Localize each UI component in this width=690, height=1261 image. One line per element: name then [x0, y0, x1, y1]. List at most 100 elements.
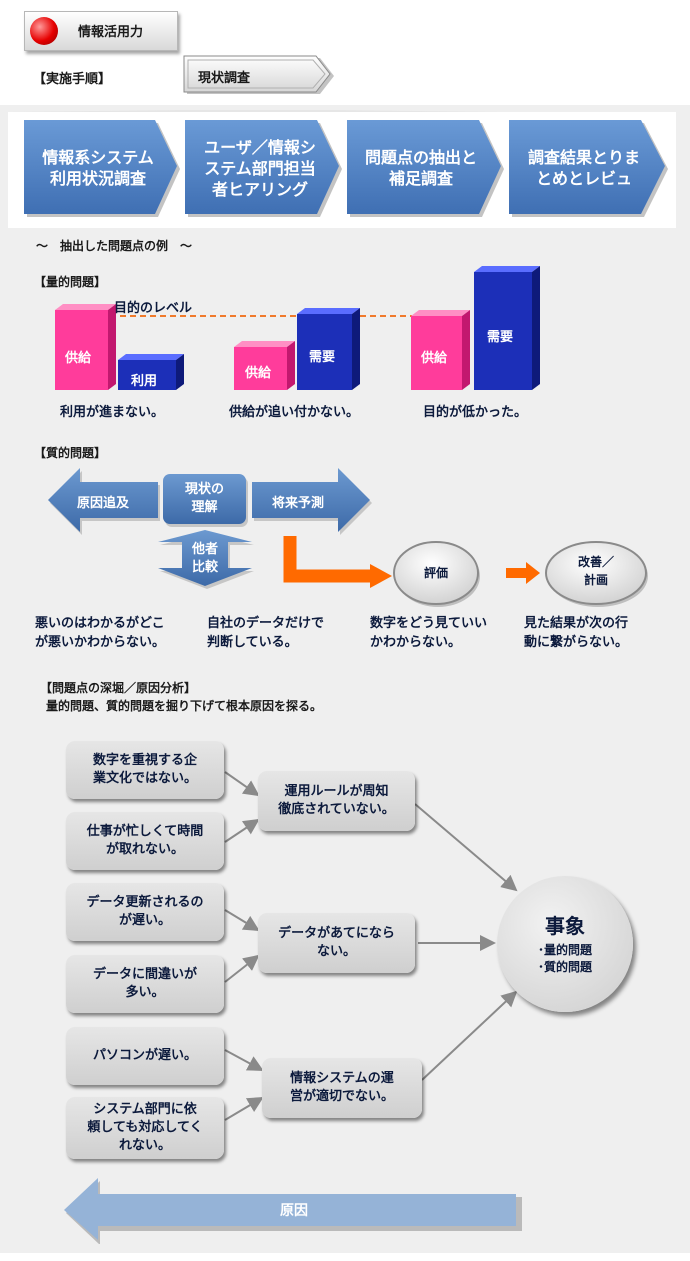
current-step-label: 現状調査	[198, 71, 251, 86]
middle-box-3: 情報システムの運営が適切でない。	[262, 1058, 422, 1118]
cause-6-line2: 頼しても対応してく	[87, 1120, 203, 1135]
current-step-tab	[183, 55, 334, 94]
event-circle	[497, 876, 633, 1012]
middle-box-2: データがあてにならない。	[258, 913, 415, 973]
cause-big-arrow-label: 原因	[280, 1203, 308, 1219]
evaluate-label: 評価	[423, 566, 448, 580]
compare-line1: 他者	[191, 542, 218, 557]
qual-note-1-line2: が悪いかわからない。	[35, 635, 166, 650]
cause-big-arrow	[64, 1178, 522, 1244]
bar-label-demand-2: 需要	[309, 350, 336, 365]
bar-supply-2	[234, 341, 295, 390]
bar-label-supply-1: 供給	[65, 351, 92, 366]
improve-arrow	[526, 562, 540, 584]
cause-1-line1: 数字を重視する企	[92, 753, 197, 768]
bar-label-supply-2: 供給	[245, 366, 272, 381]
target-level-label: 目的のレベル	[114, 301, 193, 316]
cause-5-line1: パソコンが遅い。	[92, 1048, 197, 1063]
step-2-line3: 者ヒアリング	[211, 179, 308, 199]
step-2-chevron	[185, 120, 339, 214]
bar-label-use-1: 利用	[131, 374, 158, 389]
cause-box-6: システム部門に依頼しても対応してくれない。	[66, 1097, 224, 1159]
step-3-line2: 補足調査	[388, 169, 453, 188]
evaluate-arrow	[283, 536, 372, 583]
analysis-connectors	[224, 771, 518, 1121]
step-1-chevron	[24, 120, 177, 214]
understand-box	[163, 474, 246, 524]
improve-line2: 計画	[583, 573, 608, 587]
qual-note-4-line2: 動に繋がらない。	[524, 635, 629, 650]
step-1-line1: 情報系システム	[42, 148, 154, 167]
bar-label-demand-3: 需要	[487, 330, 514, 345]
procedure-label: 【実施手順】	[33, 72, 112, 87]
understand-label: 現状の 理解	[163, 481, 246, 517]
bar-supply-3	[411, 310, 470, 390]
steps-chevrons	[24, 120, 668, 217]
improve-label: 改善／ 計画	[546, 553, 646, 589]
qualitative-heading: 【質的問題】	[34, 446, 107, 460]
compare-arrow	[158, 530, 252, 586]
middle-1-line2: 徹底されていない。	[278, 802, 395, 817]
improve-line1: 改善／	[577, 555, 614, 569]
caption-3: 目的が低かった。	[423, 405, 528, 420]
cause-label: 原因追及	[77, 496, 130, 511]
cause-4-line1: データに間違いが	[92, 967, 197, 982]
bar-demand-2	[297, 308, 360, 390]
qual-note-3-line1: 数字をどう見ていい	[370, 616, 488, 631]
cause-box-5: パソコンが遅い。	[66, 1027, 224, 1085]
cause-6-line3: れない。	[118, 1138, 171, 1153]
step-3: 問題点の抽出と補足調査	[347, 120, 495, 216]
cause-4-line2: 多い。	[125, 985, 165, 1000]
middle-2-line2: ない。	[316, 944, 356, 959]
qual-note-4: 見た結果が次の行動に繋がらない。	[524, 614, 628, 652]
cause-1-line2: 業文化ではない。	[92, 771, 197, 786]
event-item-1: ･量的問題	[537, 943, 592, 957]
understand-line1: 現状の	[184, 482, 224, 497]
bar-supply-1	[55, 304, 116, 390]
cause-box-3: データ更新されるのが遅い。	[66, 883, 224, 941]
qual-note-1: 悪いのはわかるがどこが悪いかわからない。	[35, 614, 165, 652]
qual-note-2-line2: 判断している。	[207, 635, 298, 650]
cause-3-line1: データ更新されるの	[86, 895, 204, 910]
qual-note-2-line1: 自社のデータだけで	[207, 616, 325, 631]
event-title: 事象	[545, 914, 585, 938]
qual-note-3: 数字をどう見ていいかわからない。	[370, 614, 487, 652]
compare-label: 他者 比較	[182, 541, 228, 577]
step-1: 情報系システム利用状況調査	[24, 120, 172, 216]
cause-arrow	[48, 468, 158, 532]
page-title: 情報活用力	[78, 25, 144, 40]
step-4-line1: 調査結果とりま	[527, 148, 640, 167]
middle-3-line2: 営が適切でない。	[289, 1089, 394, 1104]
bar-demand-3	[474, 266, 540, 390]
examples-heading: ～ 抽出した問題点の例 ～	[36, 239, 193, 253]
bar-use-1	[118, 354, 184, 390]
qual-note-4-line1: 見た結果が次の行	[524, 616, 629, 631]
quantitative-bars	[55, 266, 540, 390]
step-4-line2: とめとレビュ	[535, 169, 632, 188]
bar-label-supply-3: 供給	[421, 351, 448, 366]
cause-box-1: 数字を重視する企業文化ではない。	[66, 741, 224, 799]
quantitative-heading: 【量的問題】	[34, 275, 107, 289]
cause-2-line1: 仕事が忙しくて時間	[86, 824, 204, 839]
qual-note-2: 自社のデータだけで判断している。	[207, 614, 324, 652]
middle-2-line1: データがあてになら	[278, 926, 395, 941]
step-2-line2: ステム部門担当	[204, 158, 316, 178]
qualitative-diagram	[48, 468, 648, 607]
step-3-chevron	[347, 120, 501, 214]
step-2: ユーザ／情報システム部門担当者ヒアリング	[185, 120, 335, 216]
middle-3-line1: 情報システムの運	[290, 1071, 394, 1086]
cause-2-line2: が取れない。	[105, 842, 184, 857]
qual-note-3-line2: かわからない。	[370, 635, 462, 650]
caption-2: 供給が追い付かない。	[229, 405, 360, 420]
cause-6-line1: システム部門に依	[93, 1102, 197, 1117]
understand-line2: 理解	[191, 500, 218, 515]
qual-note-1-line1: 悪いのはわかるがどこ	[35, 616, 165, 631]
step-3-line1: 問題点の抽出と	[364, 148, 477, 167]
evaluate-oval	[393, 541, 479, 605]
step-1-line2: 利用状況調査	[49, 169, 146, 188]
step-4: 調査結果とりまとめとレビュ	[509, 120, 659, 216]
forecast-arrow	[252, 468, 370, 532]
improve-oval	[545, 541, 647, 605]
forecast-label: 将来予測	[272, 496, 325, 511]
analysis-subheading: 量的問題、質的問題を掘り下げて根本原因を探る。	[46, 699, 323, 713]
